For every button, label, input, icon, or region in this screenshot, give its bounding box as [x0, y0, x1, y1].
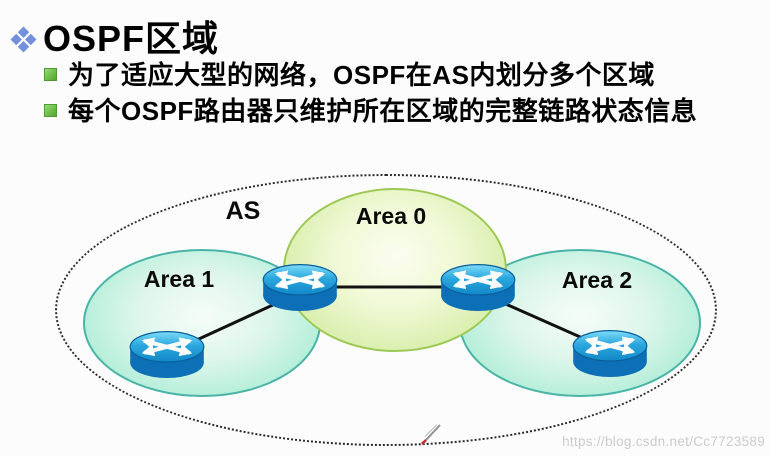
page-title: OSPF区域	[43, 18, 220, 59]
as-boundary-ellipse	[55, 174, 717, 446]
link-abr1-area1router	[187, 296, 289, 346]
as-label: AS	[225, 197, 261, 225]
bullet-item: 为了适应大型的网络，OSPF在AS内划分多个区域	[40, 58, 764, 92]
title-row: OSPF区域	[10, 10, 219, 62]
csdn-watermark: https://blog.csdn.net/Cc7723589	[562, 434, 765, 449]
router-icon-internal-area1	[130, 332, 204, 378]
link-lines	[187, 285, 597, 346]
area0-label: Area 0	[355, 203, 427, 229]
router-icon-internal-area2	[573, 331, 647, 377]
link-abr2-area2router	[489, 295, 597, 346]
square-bullet-icon	[44, 68, 57, 81]
bullet-item: 每个OSPF路由器只维护所在区域的完整链路状态信息	[40, 94, 764, 128]
area2-label: Area 2	[561, 267, 633, 293]
bullet-list: 为了适应大型的网络，OSPF在AS内划分多个区域 每个OSPF路由器只维护所在区…	[40, 58, 764, 131]
router-icon-abr-area1-area0	[263, 265, 337, 311]
bullet-text: 每个OSPF路由器只维护所在区域的完整链路状态信息	[68, 96, 698, 127]
bullet-text: 为了适应大型的网络，OSPF在AS内划分多个区域	[68, 60, 655, 90]
square-bullet-icon	[44, 104, 57, 118]
pen-cursor-mark	[421, 424, 441, 445]
four-diamond-icon	[10, 26, 37, 52]
area1-label: Area 1	[143, 266, 215, 292]
router-icon-abr-area0-area2	[441, 265, 515, 311]
